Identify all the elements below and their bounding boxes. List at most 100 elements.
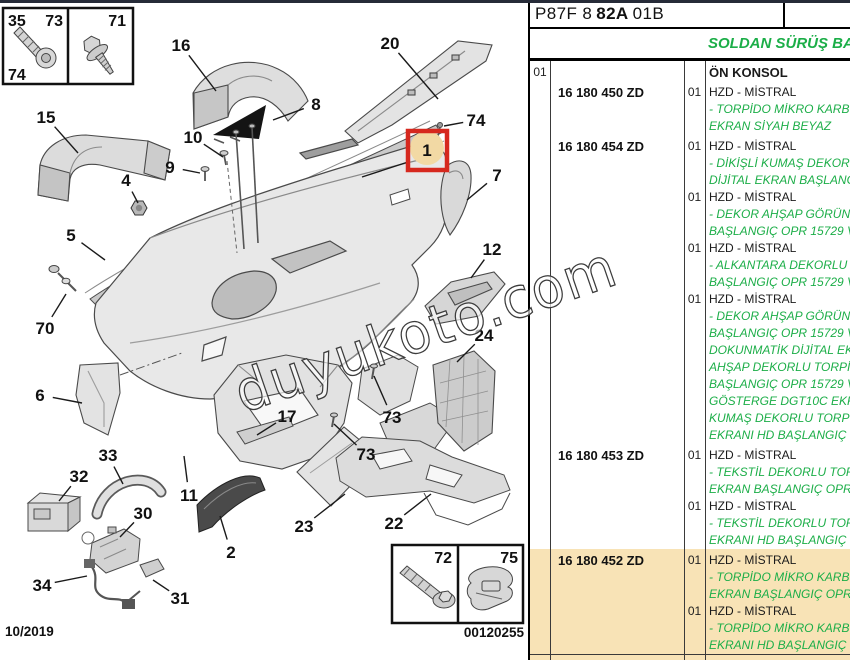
rod-pins: [232, 123, 259, 250]
leader-line: [203, 143, 224, 158]
leader-line: [333, 423, 357, 446]
callout-16[interactable]: 16: [172, 36, 191, 55]
variant-note: EKRAN SİYAH BEYAZ: [709, 119, 832, 133]
callout-2[interactable]: 2: [226, 543, 235, 562]
variant-note: - TORPİDO MİKRO KARBO: [709, 570, 850, 584]
qty-cell: 01: [687, 448, 702, 462]
steering-variant-subtitle: SOLDAN SÜRÜŞ BA: [530, 29, 850, 61]
callout-31[interactable]: 31: [171, 589, 190, 608]
callout-73-inset[interactable]: 73: [45, 13, 63, 30]
variant-note: GÖSTERGE DGT10C EKR: [709, 394, 850, 408]
leader-line: [456, 343, 476, 363]
exploded-diagram: 35 73 74 71 72 75 1 16 20 15 8 10 9 4 5 70 6 74 7 12…: [0, 3, 528, 660]
callout-22[interactable]: 22: [385, 514, 404, 533]
callout-5[interactable]: 5: [66, 226, 75, 245]
callout-74-inset[interactable]: 74: [8, 67, 26, 84]
variant-note: BAŞLANGIÇ OPR 15729 V: [709, 326, 850, 340]
leader-line: [182, 168, 201, 174]
cable-34: [84, 559, 141, 609]
leader-line: [183, 455, 189, 483]
selected-callout-label: 1: [422, 141, 431, 160]
page-code-right: 01B: [632, 3, 665, 23]
selected-callout-1[interactable]: 1: [361, 128, 450, 178]
callout-8[interactable]: 8: [311, 95, 320, 114]
callout-17[interactable]: 17: [278, 407, 297, 426]
variant-note: EKRAN BAŞLANGIÇ OPR: [709, 587, 850, 601]
qty-cell: 01: [687, 85, 702, 99]
variant-note: - TORPİDO MİKRO KARBO: [709, 621, 850, 635]
callout-20[interactable]: 20: [381, 34, 400, 53]
variant-note: DOKUNMATİK DİJİTAL EK: [709, 343, 850, 357]
variant-note: - DİKİŞLİ KUMAŞ DEKORL: [709, 156, 850, 170]
variant-name: HZD - MİSTRAL: [709, 448, 797, 462]
callout-75[interactable]: 75: [500, 550, 518, 567]
callout-32[interactable]: 32: [70, 467, 89, 486]
window-top-edge: [0, 0, 850, 3]
column-divider: [550, 61, 551, 660]
variant-note: BAŞLANGIÇ OPR 15729 V: [709, 377, 850, 391]
part-row[interactable]: 16 180 453 ZD 01 HZD - MİSTRAL - TEKSTİL DE…: [530, 444, 850, 549]
variant-name: HZD - MİSTRAL: [709, 553, 797, 567]
variant-note: AHŞAP DEKORLU TORPİ: [709, 360, 850, 374]
callout-11[interactable]: 11: [180, 486, 198, 505]
part-number[interactable]: 16 180 452 ZD: [558, 553, 645, 568]
callout-30[interactable]: 30: [134, 504, 153, 523]
duct-16: [192, 61, 309, 130]
fastener-inset-bottom: 72 75: [390, 543, 525, 625]
leader-line: [470, 259, 485, 279]
leader-line: [272, 107, 305, 121]
variant-note: - DEKOR AHŞAP GÖRÜNÜ: [709, 309, 850, 323]
callout-7[interactable]: 7: [492, 166, 501, 185]
callout-72[interactable]: 72: [434, 550, 452, 567]
callout-74[interactable]: 74: [467, 111, 486, 130]
column-divider: [705, 61, 706, 660]
leader-line: [403, 493, 432, 516]
ref-cell: 01: [533, 65, 547, 79]
illustration-code: 00120255: [464, 625, 525, 640]
part-number[interactable]: 16 180 454 ZD: [558, 139, 645, 154]
variant-note: - ALKANTARA DEKORLU: [709, 258, 848, 272]
callout-70[interactable]: 70: [36, 319, 55, 338]
leader-line: [188, 54, 217, 92]
leader-line: [113, 466, 124, 485]
callout-23[interactable]: 23: [295, 517, 314, 536]
callout-73[interactable]: 73: [357, 445, 376, 464]
callout-34[interactable]: 34: [33, 576, 52, 595]
variant-name: HZD - MİSTRAL: [709, 241, 797, 255]
callout-10[interactable]: 10: [184, 128, 203, 147]
callout-71[interactable]: 71: [108, 13, 126, 30]
qty-cell: 01: [687, 139, 702, 153]
part-number[interactable]: 16 180 453 ZD: [558, 448, 645, 463]
qty-cell: 01: [687, 190, 702, 204]
lower-trim-2: [196, 475, 266, 533]
callout-12[interactable]: 12: [483, 240, 502, 259]
insulation-panel-24: [432, 350, 496, 452]
catalog-date: 10/2019: [5, 624, 54, 639]
callout-33[interactable]: 33: [99, 446, 118, 465]
callout-35[interactable]: 35: [8, 13, 26, 30]
qty-cell: 01: [687, 292, 702, 306]
qty-cell: 01: [687, 499, 702, 513]
clip-73-upper: [370, 363, 378, 380]
callout-9[interactable]: 9: [165, 158, 174, 177]
part-number[interactable]: 16 180 450 ZD: [558, 85, 645, 100]
leader-line: [54, 575, 88, 584]
callout-15[interactable]: 15: [37, 108, 56, 127]
dashboard-main: [93, 138, 449, 400]
leader-line: [58, 485, 72, 502]
variant-name: HZD - MİSTRAL: [709, 190, 797, 204]
callouts-layer: 16 20 15 8 10 9 4 5 70 6 74 7 12 24 17 73 73 33 32 30 11 2 23 2…: [33, 34, 502, 608]
variant-note: - TEKSTİL DEKORLU TOR: [709, 465, 850, 479]
callout-4[interactable]: 4: [121, 171, 131, 190]
callout-6[interactable]: 6: [35, 386, 44, 405]
callout-73[interactable]: 73: [383, 408, 402, 427]
leader-line: [131, 191, 139, 204]
variant-note: - TEKSTİL DEKORLU TOR: [709, 516, 850, 530]
callout-24[interactable]: 24: [475, 326, 494, 345]
